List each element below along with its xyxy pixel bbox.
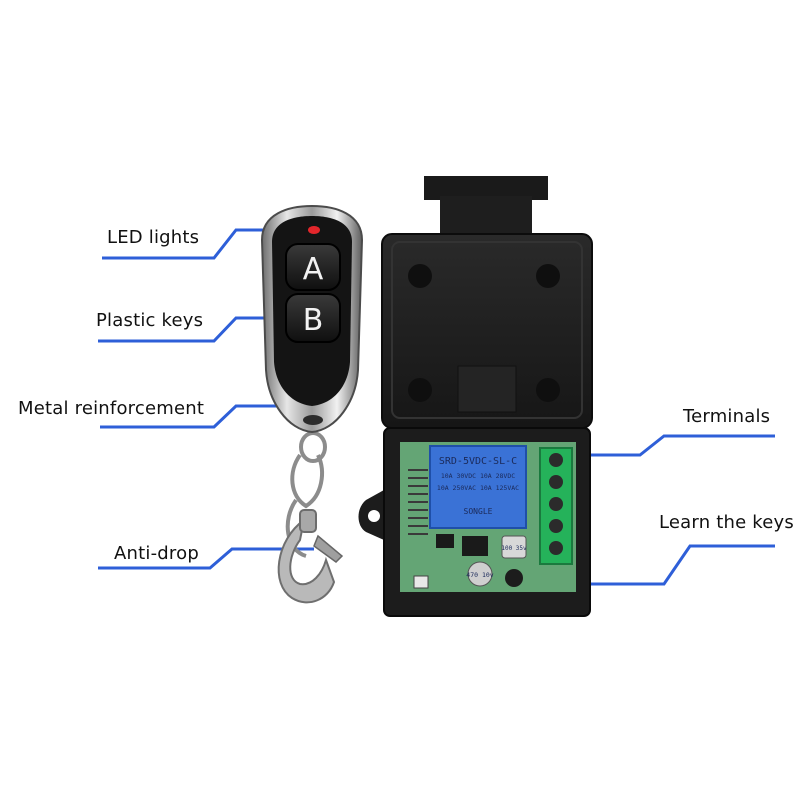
key-b-label: B	[303, 303, 324, 338]
terminal-screw	[549, 497, 563, 511]
plastic-key-a[interactable]: A	[285, 243, 341, 291]
lobster-clasp	[277, 509, 344, 604]
plastic-key-b[interactable]: B	[285, 293, 341, 343]
label-led-lights: LED lights	[107, 227, 200, 248]
label-learn-the-keys: Learn the keys	[659, 512, 794, 533]
relay-model: SRD-5VDC-SL-C	[439, 456, 517, 467]
capacitor-large-label: 470 10v	[466, 571, 493, 579]
receiver-module: SRD-5VDC-SL-C 10A 30VDC 10A 28VDC 10A 25…	[358, 176, 593, 617]
terminal-screw	[549, 475, 563, 489]
relay-rating-2: 10A 250VAC 10A 125VAC	[437, 484, 519, 492]
label-plastic-keys: Plastic keys	[96, 310, 204, 331]
ic-chip	[462, 536, 488, 556]
lanyard-hole	[303, 415, 323, 425]
terminal-screw	[549, 541, 563, 555]
antenna-coil	[408, 469, 428, 535]
capacitor-small: 100 35v	[501, 535, 527, 559]
capacitor-small-label: 100 35v	[501, 545, 527, 552]
relay-rating-1: 10A 30VDC 10A 28VDC	[441, 472, 515, 480]
relay: SRD-5VDC-SL-C 10A 30VDC 10A 28VDC 10A 25…	[429, 445, 527, 529]
terminal-screw	[549, 519, 563, 533]
label-anti-drop: Anti-drop	[114, 543, 199, 564]
callout-line-terminals	[557, 434, 775, 457]
label-metal-reinforcement: Metal reinforcement	[18, 398, 205, 419]
capacitor-large: 470 10v	[466, 561, 494, 587]
label-terminals: Terminals	[683, 406, 771, 427]
terminal-screw	[549, 453, 563, 467]
led-light-icon	[308, 226, 320, 234]
callout-line-anti-drop	[98, 547, 314, 570]
remote-key-fob: A B	[260, 204, 364, 604]
keyring	[285, 431, 327, 558]
learn-button[interactable]	[413, 575, 429, 589]
terminal-block	[539, 447, 573, 565]
key-a-label: A	[303, 252, 324, 287]
relay-brand: SONGLE	[464, 507, 493, 516]
